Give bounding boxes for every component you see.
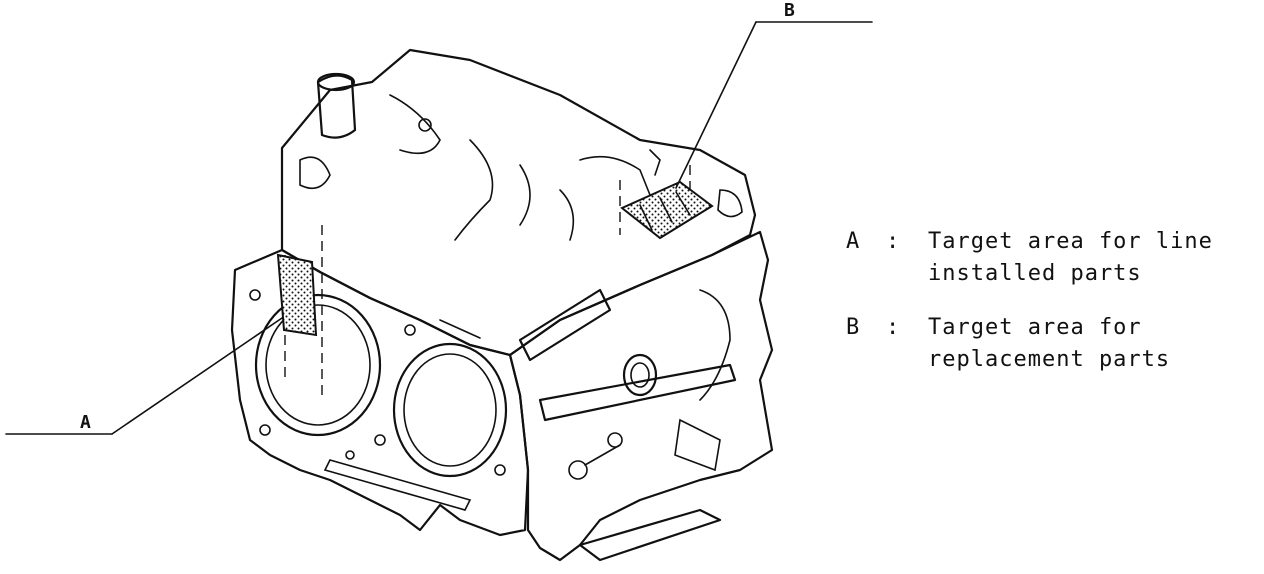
legend-a-line-2: installed parts: [928, 261, 1142, 286]
cylinder-bore-left: [254, 293, 382, 437]
legend-key-a: A: [846, 229, 860, 254]
filler-neck: [316, 74, 357, 139]
target-area-a: [276, 253, 318, 337]
legend-separator-b: :: [886, 315, 900, 340]
legend-a-line-1: Target area for line: [928, 229, 1213, 254]
callout-b-label: B: [784, 0, 795, 21]
callout-a-label: A: [80, 412, 91, 433]
legend-description-b: Target area for replacement parts: [928, 312, 1170, 376]
legend-item-b: B : Target area for replacement parts: [846, 312, 1256, 376]
callout-b: B: [675, 0, 873, 189]
legend-item-a: A : Target area for line installed parts: [846, 226, 1256, 290]
legend-key-b: B: [846, 315, 860, 340]
block-front-face: [230, 248, 530, 537]
callout-a: A: [5, 317, 283, 435]
block-side-face: [508, 230, 774, 562]
target-area-b: [620, 180, 714, 240]
legend: A : Target area for line installed parts…: [846, 226, 1256, 398]
legend-b-line-2: replacement parts: [928, 347, 1171, 372]
engine-block-illustration: [230, 48, 774, 562]
legend-b-line-1: Target area for: [928, 315, 1142, 340]
legend-separator-a: :: [886, 229, 900, 254]
legend-description-a: Target area for line installed parts: [928, 226, 1213, 290]
cylinder-bore-right: [392, 342, 508, 478]
